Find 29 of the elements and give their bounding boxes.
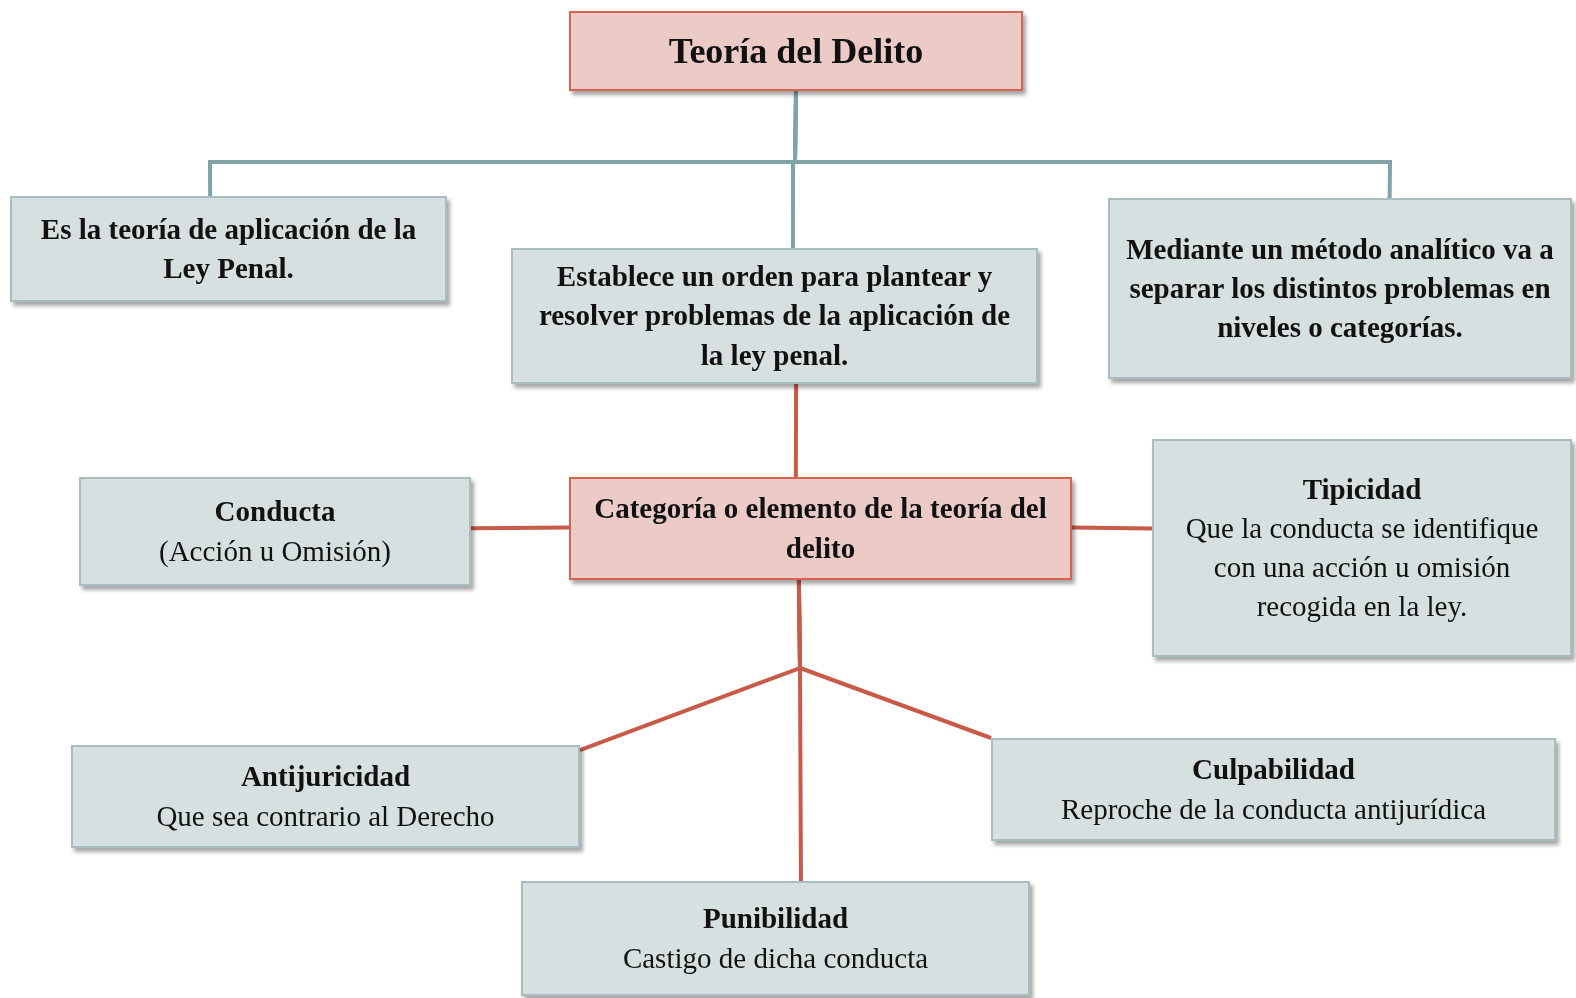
node-text: Castigo de dicha conducta [622, 940, 929, 976]
node-heading: Tipicidad [1302, 471, 1422, 507]
concept-box [10, 196, 447, 302]
node-heading: Es la teoría de aplicación de la Ley Penal. [39, 211, 418, 286]
node-heading: Mediante un método analítico va a separar los distintos problemas en niveles o categorías. [1125, 231, 1555, 346]
concept-box [79, 477, 471, 586]
connector-line [1071, 525, 1153, 531]
node-heading: Culpabilidad [1192, 752, 1355, 788]
concept-box [1108, 198, 1572, 379]
node-heading: Teoría del Delito [668, 29, 924, 73]
concept-box [71, 745, 580, 848]
node-text: (Acción u Omisión) [159, 533, 391, 569]
connector-line [471, 525, 569, 531]
node-text: Que sea contrario al Derecho [156, 798, 495, 834]
concept-box [511, 248, 1038, 384]
category-box [569, 11, 1023, 91]
node-heading: Conducta [214, 494, 336, 530]
category-box [569, 477, 1072, 580]
node-heading: Punibilidad [702, 901, 849, 937]
node-heading: Establece un orden para plantear y resolver problemas de la aplicación de la ley penal. [537, 259, 1012, 373]
node-text: Que la conducta se identifique con una acción u omisión recogida en la ley. [1184, 510, 1540, 625]
concept-box [991, 738, 1556, 841]
node-heading: Antijuricidad [240, 759, 411, 795]
connector-line [793, 384, 799, 477]
concept-box [1152, 439, 1572, 657]
concept-box [521, 881, 1030, 996]
node-text: Reproche de la conducta antijurídica [1060, 791, 1487, 827]
connector-line [796, 579, 803, 881]
node-heading: Categoría o elemento de la teoría del delito [593, 491, 1048, 566]
